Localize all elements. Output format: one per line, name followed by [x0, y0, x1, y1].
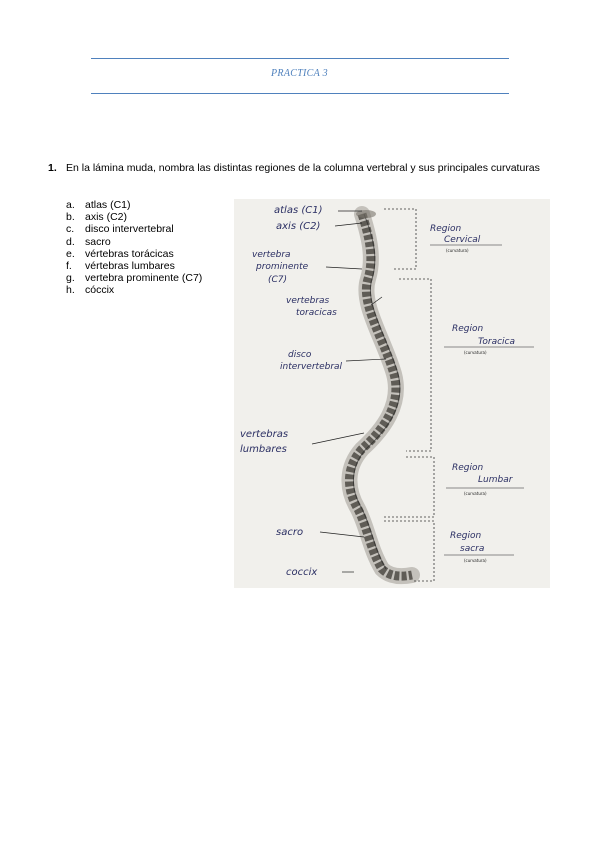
- atlas-shape: [356, 210, 376, 218]
- region-lumbar-curvature: (curvatura): [464, 491, 487, 496]
- label-atlas: atlas (C1): [274, 205, 323, 216]
- label-coccix: coccix: [286, 567, 317, 578]
- list-item: a. atlas (C1): [66, 199, 202, 211]
- label-lumbares-2: lumbares: [240, 444, 287, 455]
- region-lumbar-name-1: Region: [452, 463, 484, 473]
- spinal-column: [341, 206, 420, 585]
- page-title: PRACTICA 3: [271, 68, 328, 79]
- option-label: vértebras lumbares: [85, 260, 175, 273]
- region-cervical-curvature: (curvatura): [446, 248, 469, 253]
- header-rule-top: [91, 58, 509, 59]
- list-item: e. vértebras torácicas: [66, 248, 202, 260]
- question-1: 1. En la lámina muda, nombra las distint…: [48, 162, 550, 175]
- region-cervical-name-2: Cervical: [444, 235, 481, 245]
- option-letter: a.: [66, 199, 75, 211]
- label-prominente-1: vertebra: [252, 250, 291, 260]
- region-lumbar-name-2: Lumbar: [478, 475, 514, 485]
- option-letter: h.: [66, 284, 75, 297]
- header-rule-bottom: [91, 93, 509, 94]
- option-label: cóccix: [85, 284, 115, 297]
- label-prominente-3: (C7): [268, 275, 287, 285]
- option-label: vértebras torácicas: [85, 247, 174, 260]
- spine-illustration: atlas (C1) axis (C2) vertebra prominente…: [240, 205, 534, 585]
- option-letter: d.: [66, 235, 75, 248]
- region-sacra-name-2: sacra: [460, 544, 484, 554]
- region-brackets: [384, 208, 435, 582]
- label-toracicas-1: vertebras: [286, 296, 330, 306]
- list-item: f. vértebras lumbares: [66, 260, 202, 272]
- option-label: atlas (C1): [85, 199, 131, 211]
- region-toracica-name-2: Toracica: [478, 337, 515, 347]
- label-axis: axis (C2): [276, 221, 320, 232]
- option-label: sacro: [85, 235, 111, 248]
- list-item: c. disco intervertebral: [66, 223, 202, 235]
- region-toracica-curvature: (curvatura): [464, 350, 487, 355]
- answer-options-list: a. atlas (C1) b. axis (C2) c. disco interve…: [66, 199, 202, 297]
- list-item: d. sacro: [66, 236, 202, 248]
- label-prominente-2: prominente: [255, 262, 309, 272]
- option-letter: g.: [66, 272, 75, 285]
- option-label: vertebra prominente (C7): [85, 272, 203, 285]
- label-disco-2: intervertebral: [280, 362, 343, 372]
- option-letter: b.: [66, 211, 75, 224]
- list-item: b. axis (C2): [66, 211, 202, 223]
- label-toracicas-2: toracicas: [296, 308, 337, 318]
- option-letter: c.: [66, 223, 75, 236]
- spinal-column-outline: [344, 212, 413, 581]
- option-letter: f.: [66, 260, 72, 273]
- list-item: g. vertebra prominente (C7): [66, 272, 202, 284]
- question-number: 1.: [48, 162, 57, 174]
- option-label: disco intervertebral: [85, 223, 174, 236]
- question-text: En la lámina muda, nombra las distintas …: [66, 162, 540, 174]
- region-sacra-name-1: Region: [450, 531, 482, 541]
- list-item: h. cóccix: [66, 284, 202, 296]
- option-label: axis (C2): [85, 211, 128, 224]
- label-lumbares-1: vertebras: [240, 429, 288, 440]
- option-letter: e.: [66, 247, 75, 260]
- region-cervical-name-1: Region: [430, 224, 462, 234]
- label-sacro: sacro: [276, 527, 303, 538]
- label-disco-1: disco: [288, 350, 312, 360]
- region-toracica-name-1: Region: [452, 324, 484, 334]
- spine-diagram-photo: atlas (C1) axis (C2) vertebra prominente…: [234, 199, 550, 588]
- region-sacra-curvature: (curvatura): [464, 558, 487, 563]
- pointer-lines: [311, 210, 387, 573]
